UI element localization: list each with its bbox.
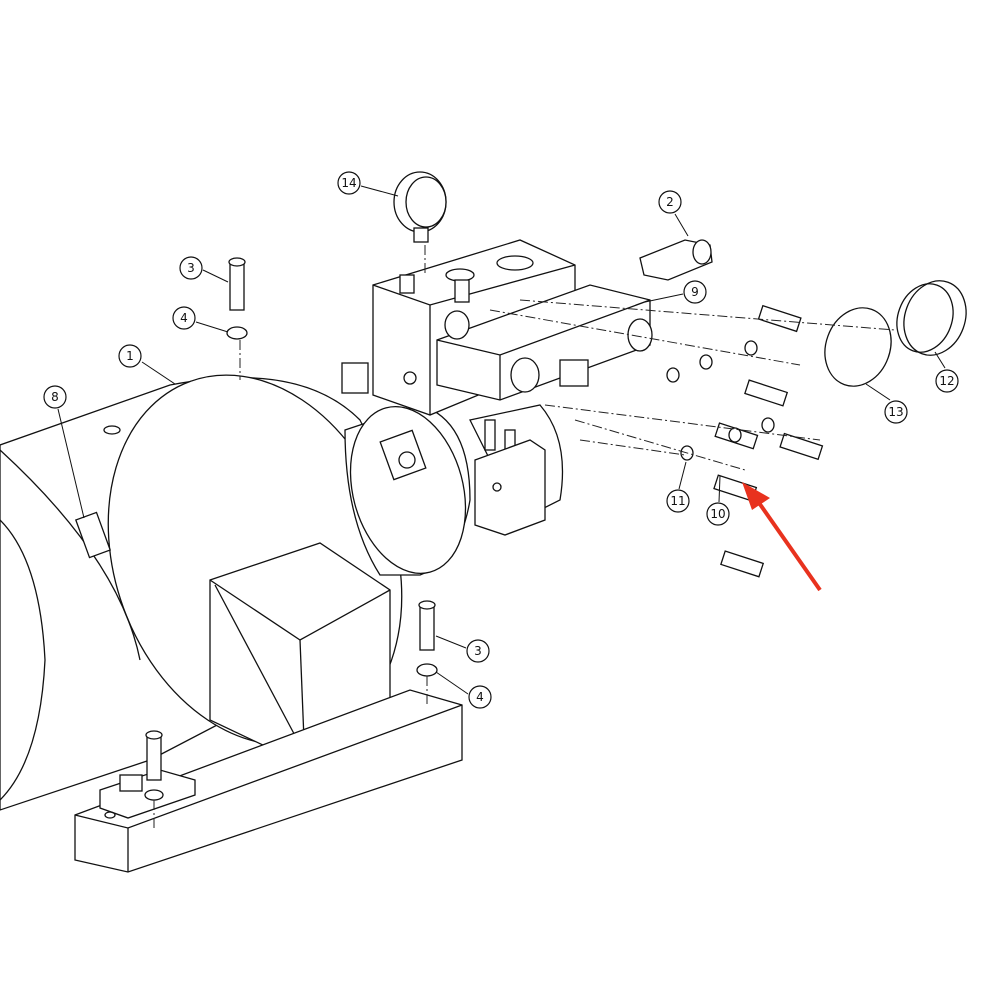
- callout-4-top: 4: [172, 306, 196, 330]
- svg-text:9: 9: [691, 285, 699, 299]
- callout-14: 14: [337, 171, 361, 195]
- svg-text:14: 14: [341, 176, 356, 190]
- center-lines: [153, 245, 896, 830]
- callout-3-bottom: 3: [466, 639, 490, 663]
- svg-text:2: 2: [666, 195, 674, 209]
- callout-8: 8: [43, 385, 67, 409]
- valve-manifold: [341, 239, 653, 536]
- leaders: [57, 185, 946, 695]
- svg-text:10: 10: [710, 507, 725, 521]
- svg-text:13: 13: [888, 405, 903, 419]
- svg-text:1: 1: [126, 349, 134, 363]
- svg-text:4: 4: [180, 311, 188, 325]
- callout-2: 2: [658, 190, 682, 214]
- svg-text:12: 12: [939, 374, 954, 388]
- svg-text:4: 4: [476, 690, 484, 704]
- callout-9: 9: [683, 280, 707, 304]
- terminal-box: [209, 542, 391, 766]
- fitting: [639, 239, 713, 281]
- svg-text:11: 11: [670, 494, 685, 508]
- red-pointer-arrow: [742, 482, 822, 592]
- callout-1: 1: [118, 344, 142, 368]
- callout-10: 10: [706, 502, 730, 526]
- callout-13: 13: [884, 400, 908, 424]
- svg-text:3: 3: [474, 644, 482, 658]
- hose-clamp: [824, 307, 892, 387]
- svg-text:8: 8: [51, 390, 59, 404]
- callout-12: 12: [935, 369, 959, 393]
- callout-3-top: 3: [179, 256, 203, 280]
- pressure-gauge: [393, 171, 447, 243]
- nameplate-label-8: [74, 511, 112, 559]
- svg-text:3: 3: [187, 261, 195, 275]
- screws-washers: [119, 257, 824, 801]
- callout-11: 11: [666, 489, 690, 513]
- callout-4-bottom: 4: [468, 685, 492, 709]
- end-cap: [896, 280, 967, 356]
